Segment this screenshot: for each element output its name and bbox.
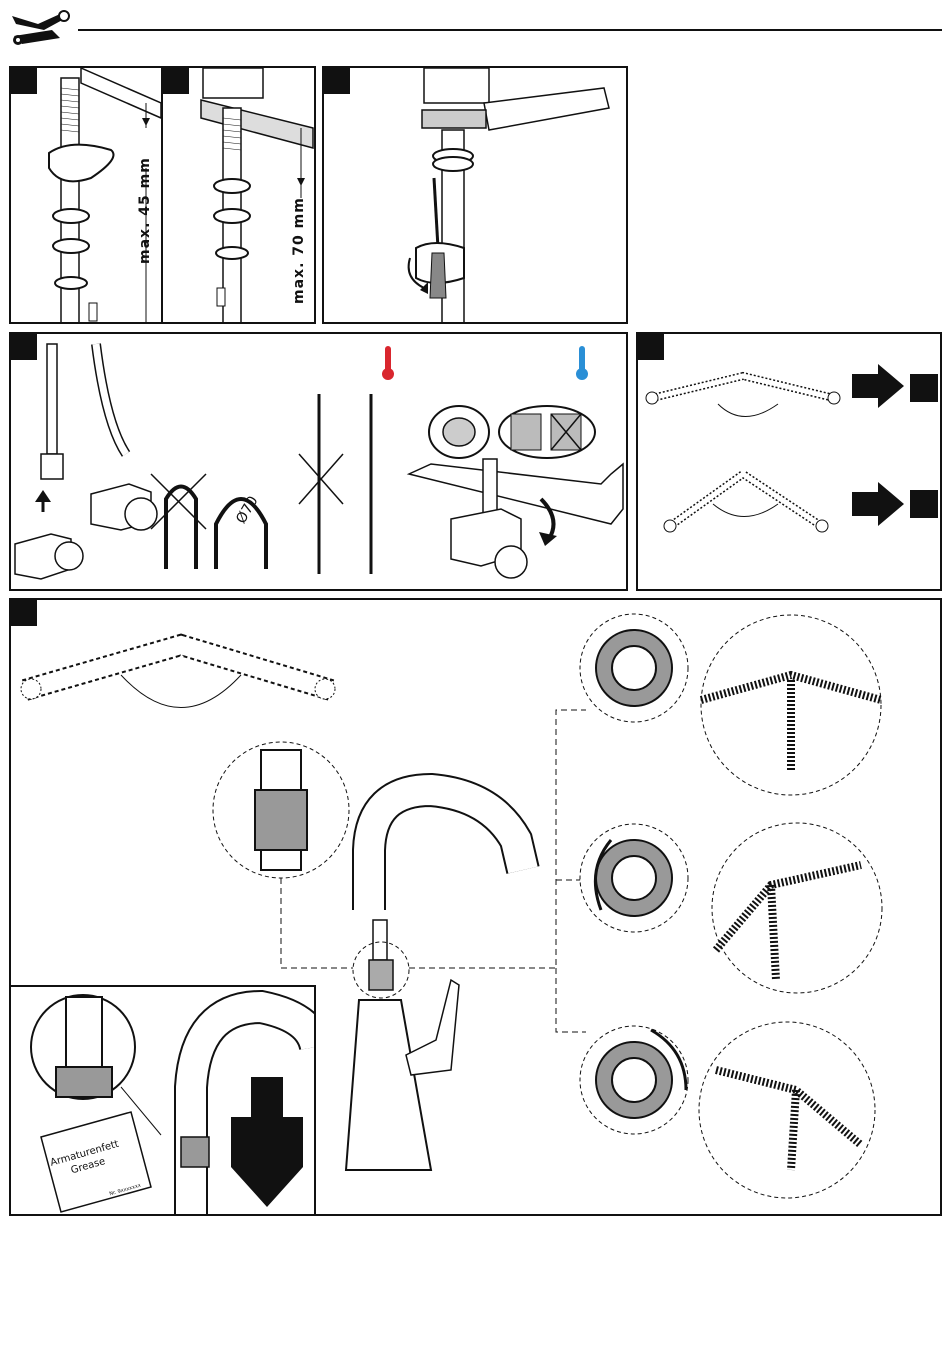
step-badge xyxy=(638,334,664,360)
step-3-illustration xyxy=(324,68,628,324)
step-badge xyxy=(163,68,189,94)
step-6-panel: Armaturenfett Grease Nr. 9xxxxxxx xyxy=(9,598,942,1216)
step-5-illustration xyxy=(638,334,942,591)
step-badge xyxy=(11,600,37,626)
step-badge xyxy=(324,68,350,94)
step-2-panel: max. 70 mm xyxy=(161,66,316,324)
step-badge xyxy=(11,334,37,360)
step-badge xyxy=(11,68,37,94)
step-1-panel: max. 45 mm xyxy=(9,66,163,324)
max-70-label: max. 70 mm xyxy=(291,197,307,304)
next-step-box xyxy=(910,490,938,518)
step-4-panel: Ø70 xyxy=(9,332,628,591)
header-rule xyxy=(78,29,942,31)
step-4-illustration xyxy=(11,334,628,591)
next-step-box xyxy=(910,374,938,402)
step-3-panel xyxy=(322,66,628,324)
max-45-label: max. 45 mm xyxy=(137,157,153,264)
wrench-screwdriver-icon xyxy=(8,8,70,48)
step-5-panel xyxy=(636,332,942,591)
step-6-inset: Armaturenfett Grease Nr. 9xxxxxxx xyxy=(9,985,316,1216)
